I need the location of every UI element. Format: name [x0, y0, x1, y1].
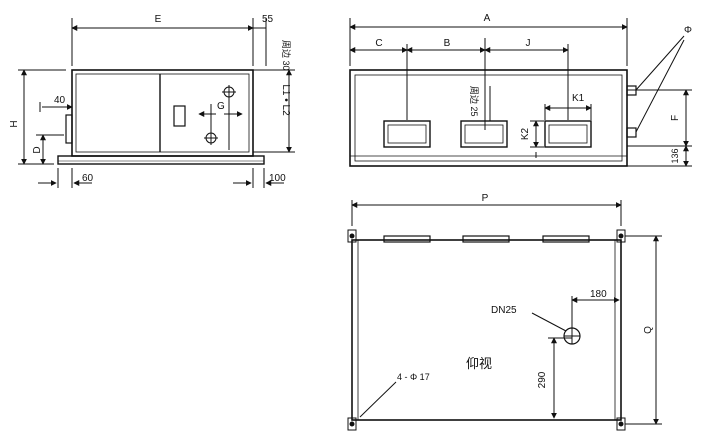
label-290: 290	[537, 371, 548, 388]
label-h: H	[9, 120, 20, 127]
pipe-stub-bottom	[626, 127, 637, 138]
label-q: Q	[643, 326, 654, 334]
label-holes: 4 - Φ 17	[397, 372, 430, 382]
label-100: 100	[269, 173, 286, 184]
mounting-lug-bl	[347, 417, 357, 431]
drain-pipe	[65, 114, 73, 144]
bottom-view-labels: P DN25 180 Q 仰视 290 4 - Φ 17	[397, 193, 654, 388]
label-bottom-view: 仰视	[466, 357, 492, 372]
label-dn25: DN25	[491, 305, 517, 316]
label-k1: K1	[572, 93, 585, 104]
label-180: 180	[590, 289, 607, 300]
label-d: D	[32, 146, 43, 153]
collar-2	[462, 235, 510, 243]
label-p: P	[482, 193, 489, 204]
outlet-2	[460, 120, 508, 148]
label-e: E	[155, 14, 162, 25]
inspection-window	[173, 105, 186, 127]
label-g: G	[217, 101, 225, 112]
outlet-1	[383, 120, 431, 148]
unit-base	[57, 155, 265, 165]
side-view	[349, 18, 692, 167]
unit-body-side	[349, 69, 628, 167]
label-a: A	[484, 13, 491, 24]
label-b: B	[444, 38, 451, 49]
front-view-labels: E 55 周边 30 H L1 • L2 40 G D 60 100	[9, 14, 291, 184]
label-side-25: 周边 25	[469, 86, 479, 117]
bottom-view	[347, 200, 662, 431]
collar-3	[542, 235, 590, 243]
label-j: J	[526, 38, 531, 49]
label-f: F	[670, 115, 681, 121]
outlet-3	[544, 120, 592, 148]
unit-body-bottom	[351, 239, 622, 421]
label-phi: Φ	[684, 25, 692, 36]
collar-1	[383, 235, 431, 243]
label-55: 55	[262, 14, 274, 25]
front-view	[18, 18, 295, 188]
label-60: 60	[82, 173, 94, 184]
mounting-lug-tl	[347, 229, 357, 243]
label-40: 40	[54, 95, 66, 106]
side-view-labels: A C B J Φ 周边 25 K1 K2 F 136	[375, 13, 692, 164]
label-l1-l2: L1 • L2	[280, 84, 291, 116]
unit-body-front	[71, 69, 254, 157]
label-c: C	[375, 38, 382, 49]
label-side-30: 周边 30	[281, 40, 291, 71]
label-136: 136	[670, 148, 680, 163]
label-k2: K2	[520, 127, 531, 140]
